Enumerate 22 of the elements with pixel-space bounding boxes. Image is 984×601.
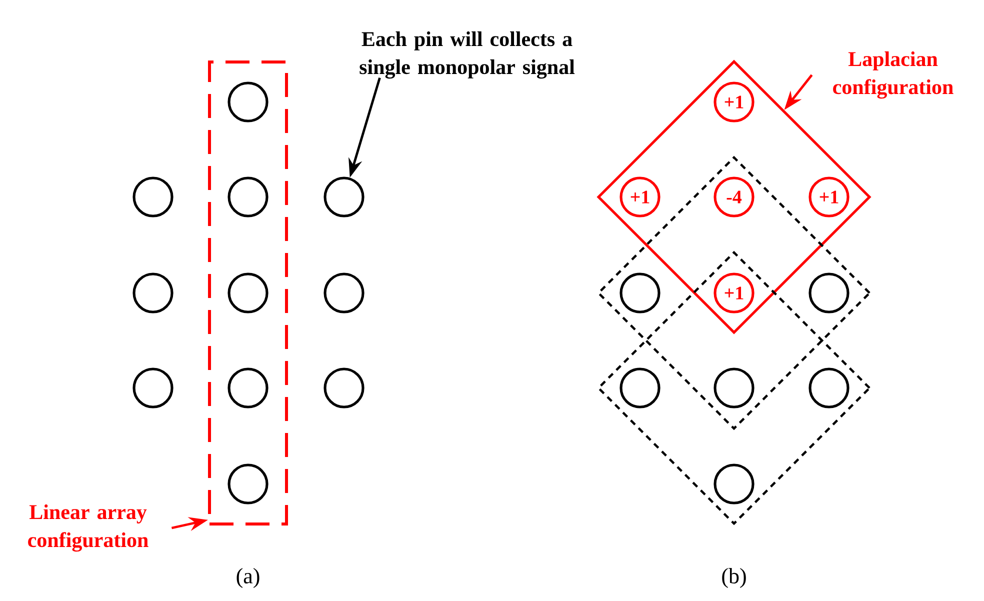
pin-circle [228,272,268,314]
pin-circle [714,464,754,504]
pin-circle [228,176,268,218]
pin-circle [620,368,660,408]
pin-circle [228,368,268,408]
annotation: Linear array configuration [28,504,148,552]
pin-circle [620,272,660,314]
pin-circle [808,272,850,314]
annotation: Each pin will collects a single monopolar signal [360,31,575,79]
pin-circle [132,272,174,314]
panel-label: (b) [722,568,746,588]
pin-circle [714,368,754,408]
pin-circle [324,368,364,408]
pin-circle [808,368,850,408]
panel-label: (a) [236,568,260,588]
annotation: Laplacian configuration [833,51,954,99]
pin-circle [324,176,364,218]
pin-circle [132,368,174,408]
pin-circle [228,464,268,504]
pin-circle [324,272,364,314]
pin-circle [228,82,268,122]
pin-circle [132,176,174,218]
